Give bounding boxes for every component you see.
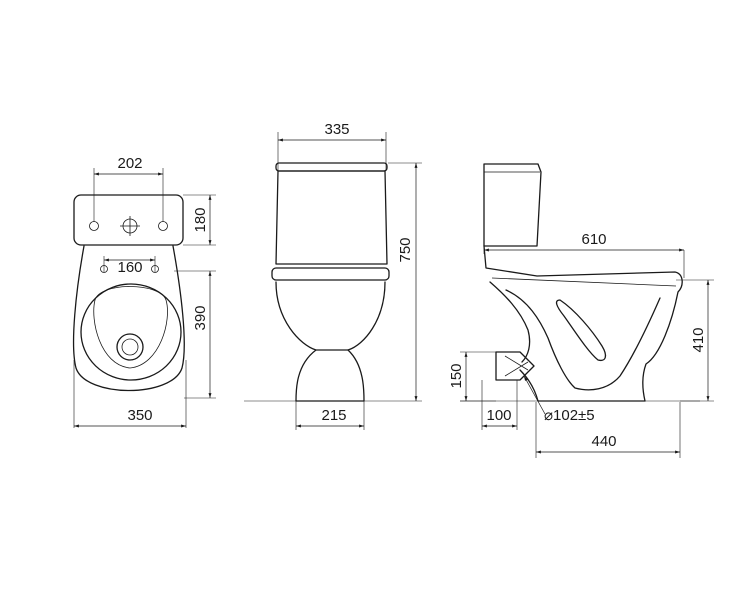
side-view-tank xyxy=(483,163,542,247)
top-view-tank-hole-right xyxy=(158,221,168,231)
dim-outlet-height: 150 xyxy=(448,363,465,388)
dim-outlet-diameter: ⌀102±5 xyxy=(544,407,595,424)
top-view-bowl-inner xyxy=(93,286,168,369)
top-view: 202 160 180 390 350 xyxy=(72,155,216,428)
top-view-tank xyxy=(73,194,184,246)
dim-tank-depth: 180 xyxy=(192,207,209,232)
top-view-tank-hole-left xyxy=(89,221,99,231)
dim-overall-height: 750 xyxy=(397,237,414,262)
front-view-tank-lid xyxy=(275,162,388,172)
front-view-bowl xyxy=(275,281,386,351)
dim-outlet-length: 100 xyxy=(486,407,511,424)
dim-base-length: 440 xyxy=(591,433,616,450)
dim-tank-width: 335 xyxy=(324,121,349,138)
side-view-trapway xyxy=(489,281,531,363)
front-view-pedestal xyxy=(295,349,365,402)
side-view-bowl-outline xyxy=(483,245,683,402)
side-view-siphon xyxy=(555,299,607,362)
top-view-drain xyxy=(116,333,144,361)
top-view-bowl-outline xyxy=(72,245,185,392)
dim-tank-holes-span: 202 xyxy=(117,155,142,172)
dim-overall-length: 610 xyxy=(581,231,606,248)
side-view-outlet xyxy=(495,351,535,381)
front-view-seat xyxy=(271,267,390,281)
dim-bowl-height: 410 xyxy=(690,327,707,352)
top-view-bowl-rim xyxy=(80,283,182,381)
side-view: 610 410 150 100 ⌀102±5 440 xyxy=(448,163,714,458)
dim-overall-width: 350 xyxy=(127,407,152,424)
dim-fixing-holes-span: 160 xyxy=(117,259,142,276)
front-view-tank xyxy=(275,170,388,265)
dim-base-width: 215 xyxy=(321,407,346,424)
dim-bowl-depth: 390 xyxy=(192,305,209,330)
front-view: 335 750 215 xyxy=(244,121,422,430)
